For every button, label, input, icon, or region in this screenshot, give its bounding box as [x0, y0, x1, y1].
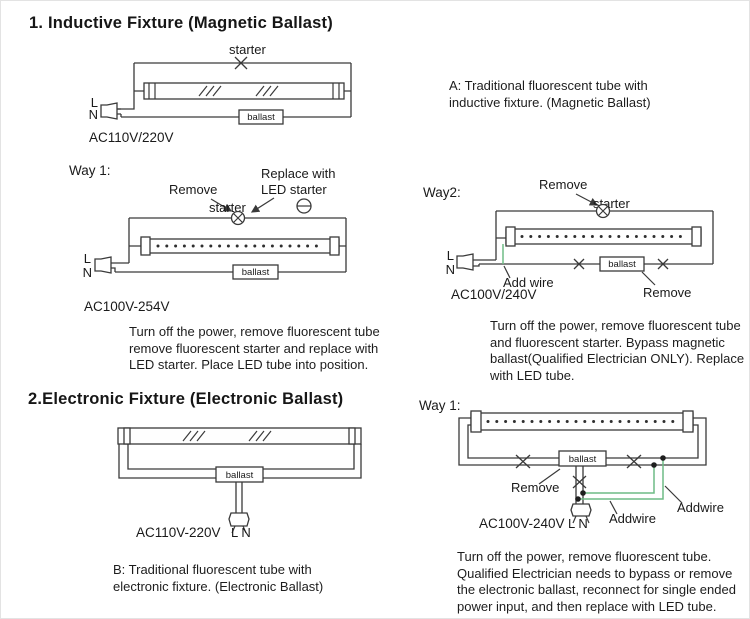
way1-label: Way 1:	[419, 398, 461, 413]
remove-label: Remove	[511, 480, 559, 495]
ballast-label: ballast	[242, 267, 270, 278]
add-wire-label: Add wire	[503, 275, 554, 290]
note-a: A: Traditional fluorescent tube with ind…	[449, 78, 651, 110]
remove-ballast-label: Remove	[643, 285, 691, 300]
line-n-label: N	[446, 262, 455, 277]
starter-x-icon	[234, 56, 248, 70]
led-tube	[470, 410, 694, 433]
led-starter-icon	[296, 198, 312, 214]
ballast-label: ballast	[226, 470, 254, 481]
line-ln-label: L N	[568, 516, 588, 531]
fluorescent-tube	[143, 82, 345, 100]
replace-label-line1: Replace with	[261, 166, 335, 181]
ballast-box: ballast	[599, 256, 645, 272]
way2-label: Way2:	[423, 185, 461, 200]
leader-arrow-remove	[210, 198, 233, 212]
cut-x-icon-right	[626, 454, 642, 469]
voltage-label: AC110V-220V	[136, 525, 221, 540]
plug-icon	[570, 503, 592, 524]
leader-line-addwire2	[664, 485, 683, 504]
cut-x-icon-plug	[572, 475, 587, 489]
leader-line-addwire	[503, 265, 511, 279]
ballast-box: ballast	[232, 264, 279, 280]
line-n-label: N	[89, 107, 98, 122]
note-b: B: Traditional fluorescent tube with ele…	[113, 562, 324, 594]
leader-arrow-remove	[575, 193, 599, 206]
add-wire-green-2	[578, 459, 664, 500]
remove-label: Remove	[169, 182, 217, 197]
plug-icon	[456, 253, 474, 271]
diagram-way2-magnetic: Way2: Remove starter ballast	[423, 177, 714, 302]
way1-label: Way 1:	[69, 163, 111, 178]
starter-label: starter	[229, 42, 267, 57]
diagram-way1-electronic: Way 1: ballast	[419, 398, 724, 531]
replace-label-line2: LED starter	[261, 182, 327, 197]
voltage-label: AC100V-240V	[479, 516, 565, 531]
section2-title: 2.Electronic Fixture (Electronic Ballast…	[28, 390, 344, 408]
leader-line-remove-ballast	[641, 271, 656, 286]
voltage-label: AC100V-254V	[84, 299, 170, 314]
line-l-label: L	[84, 251, 91, 266]
cut-x-icon-left	[573, 258, 585, 270]
line-n-label: N	[83, 265, 92, 280]
section1-title: 1. Inductive Fixture (Magnetic Ballast)	[29, 14, 333, 32]
addwire1-label: Addwire	[609, 511, 656, 526]
connection-dot	[580, 490, 586, 496]
cut-x-icon-left	[515, 454, 531, 469]
ballast-box: ballast	[558, 450, 607, 467]
leader-line-addwire1	[609, 500, 618, 515]
ballast-box: ballast	[238, 109, 284, 125]
voltage-label: AC100V/240V	[451, 287, 537, 302]
plug-icon	[94, 256, 112, 274]
connection-dot	[660, 455, 666, 461]
led-tube	[140, 236, 340, 256]
line-ln-label: L N	[231, 525, 251, 540]
plug-icon	[228, 512, 250, 534]
add-wire-green-1	[583, 466, 655, 494]
starter-circle-icon	[230, 210, 246, 226]
way1-instructions: Turn off the power, remove fluorescent t…	[129, 324, 380, 372]
starter-circle-icon	[595, 203, 611, 219]
circuit-wires	[118, 444, 362, 513]
way2-instructions: Turn off the power, remove fluorescent t…	[490, 318, 745, 383]
leader-arrow-replace	[250, 197, 275, 213]
line-l-label: L	[91, 95, 98, 110]
ballast-box: ballast	[215, 466, 264, 483]
voltage-label: AC110V/220V	[89, 130, 174, 145]
ballast-label: ballast	[569, 454, 597, 465]
leader-line-remove	[538, 468, 561, 485]
diagram-way1-magnetic: Way 1: Remove starter Replace with LED s…	[69, 163, 347, 314]
ballast-label: ballast	[247, 112, 275, 123]
diagram-electronic-fixture: ballast AC110V-220V L N	[117, 427, 362, 540]
cut-x-icon-right	[657, 258, 669, 270]
way1-electronic-instructions: Turn off the power, remove fluorescent t…	[457, 549, 736, 614]
diagram-magnetic-fixture: starter ballast L N AC110V/220V	[89, 42, 352, 145]
fluorescent-tube	[117, 427, 362, 445]
connection-dot	[575, 496, 581, 502]
addwire2-label: Addwire	[677, 500, 724, 515]
plug-icon	[100, 102, 121, 120]
connection-dot	[651, 462, 657, 468]
ballast-label: ballast	[608, 259, 636, 270]
remove-starter-label: Remove	[539, 177, 587, 192]
led-tube	[505, 226, 702, 247]
line-l-label: L	[447, 248, 454, 263]
